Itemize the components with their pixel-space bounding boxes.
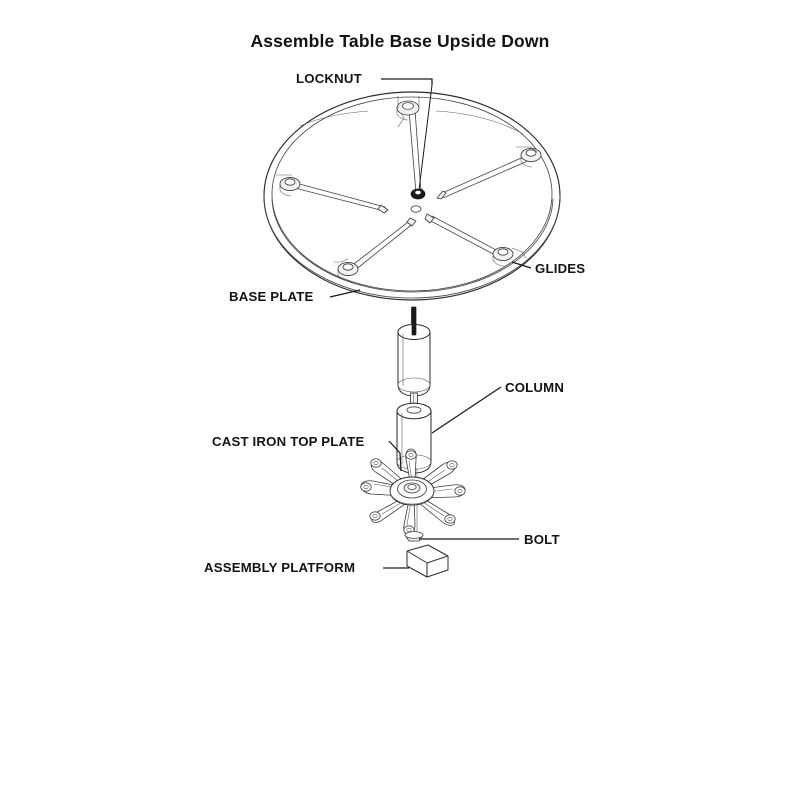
spider-arm bbox=[417, 496, 456, 526]
base-plate-spoke bbox=[333, 217, 417, 282]
assembly-platform-part bbox=[406, 544, 449, 578]
callout-label-assembly-platform: ASSEMBLY PLATFORM bbox=[204, 560, 356, 575]
callout-label-column: COLUMN bbox=[505, 380, 565, 395]
spider-arm bbox=[405, 448, 417, 483]
callout-label-cast-iron-top-plate: CAST IRON TOP PLATE bbox=[212, 434, 365, 449]
glide-icon bbox=[520, 147, 542, 168]
locknut-part bbox=[410, 188, 426, 213]
callout-label-locknut: LOCKNUT bbox=[296, 71, 362, 86]
base-plate-spoke bbox=[436, 146, 542, 200]
glide-icon bbox=[337, 261, 359, 282]
callout-label-bolt: BOLT bbox=[524, 532, 560, 547]
base-plate-spoke bbox=[275, 174, 389, 214]
base-plate-group bbox=[263, 91, 561, 301]
bolt-part bbox=[404, 531, 424, 542]
cast-iron-top-plate-part bbox=[360, 448, 466, 536]
base-plate-spoke bbox=[396, 95, 423, 199]
leader-lines bbox=[329, 78, 532, 569]
callout-label-base-plate: BASE PLATE bbox=[229, 289, 314, 304]
glide-icon bbox=[492, 246, 514, 267]
base-plate-spoke bbox=[424, 213, 527, 267]
glide-icon bbox=[279, 176, 301, 197]
column-upper-segment bbox=[397, 324, 431, 397]
page-title: Assemble Table Base Upside Down bbox=[250, 31, 550, 51]
glide-icon bbox=[396, 100, 420, 121]
callout-label-glides: GLIDES bbox=[535, 261, 586, 276]
